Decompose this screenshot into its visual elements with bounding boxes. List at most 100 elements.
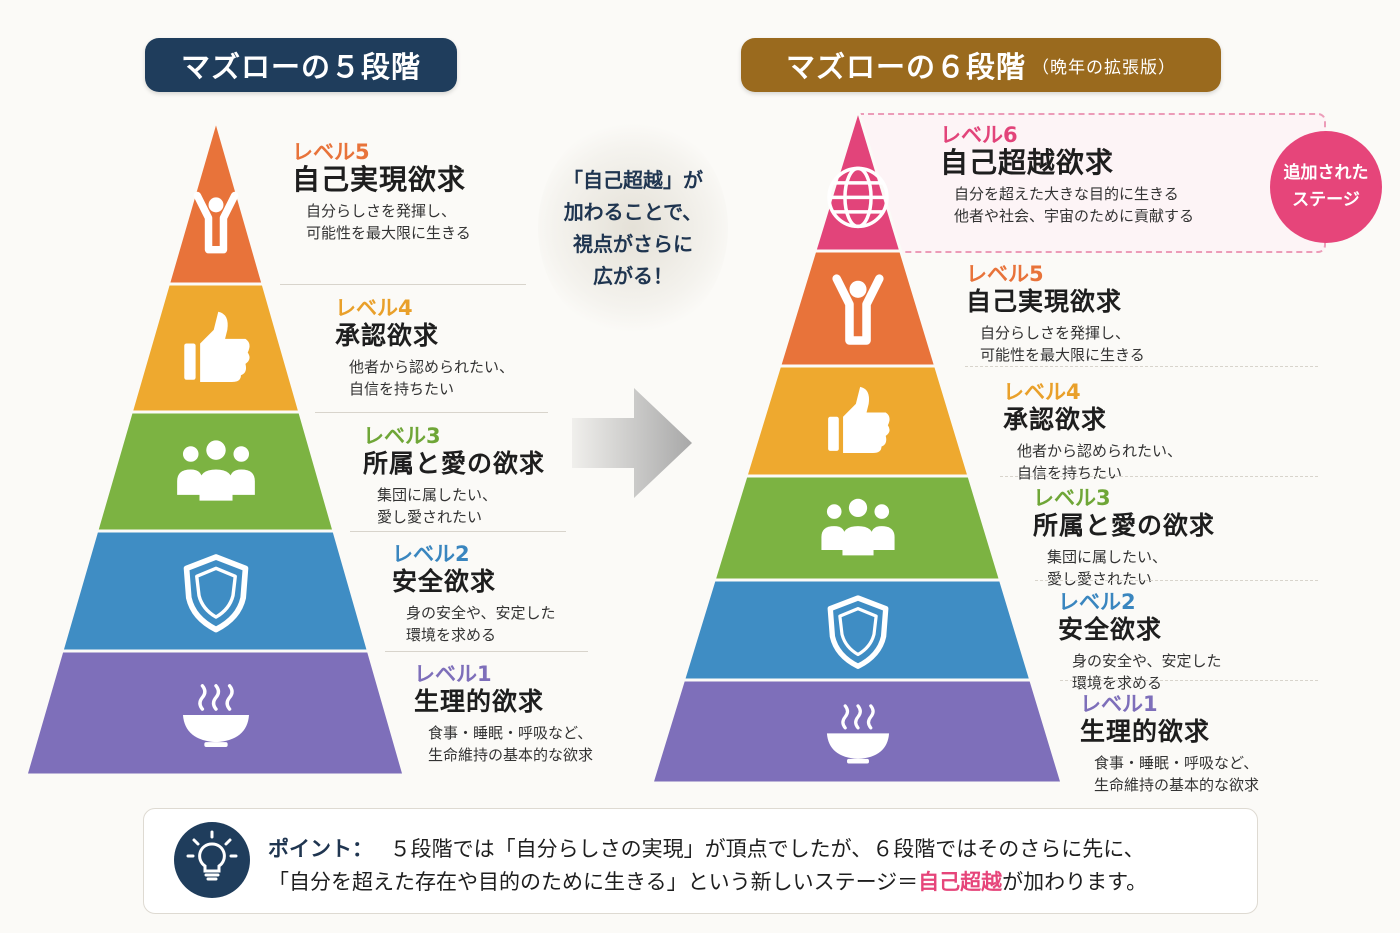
level-description: 集団に属したい、愛し愛されたい [363,484,545,528]
left-title: マズローの５段階 [145,38,457,92]
level-description: 身の安全や、安定した環境を求める [392,602,556,646]
level-number: レベル5 [966,262,1044,286]
person-raising-arms-icon [832,274,884,345]
level-description: 自分らしさを発揮し、可能性を最大限に生きる [966,322,1145,366]
level-description-line: 他者から認められたい、 [1017,442,1183,460]
right-band-level1 [649,678,1065,785]
level-name: 生理的欲求 [1080,717,1211,746]
level-description: 他者から認められたい、自信を持ちたい [335,356,514,400]
right-title-sub: （晩年の拡張版） [1032,57,1176,78]
divider [350,531,566,532]
level-description-line: 可能性を最大限に生きる [980,346,1145,364]
level-name: 安全欲求 [392,567,497,596]
callout-bubble: 「自己超越」が 加わることで、 視点がさらに 広がる！ [538,118,728,338]
level-description-line: 食事・睡眠・呼吸など、 [1094,754,1259,772]
level-name: 生理的欲求 [414,687,545,716]
globe-icon [827,166,889,229]
level-description-line: 集団に属したい、 [1047,548,1168,566]
level-name: 安全欲求 [1058,615,1163,644]
level-number: レベル5 [292,140,370,164]
point-box [143,808,1258,914]
steaming-bowl-icon [182,684,250,747]
level-description: 他者から認められたい、自信を持ちたい [1003,440,1182,484]
level-number: レベル2 [1058,590,1136,614]
callout-text: 「自己超越」が 加わることで、 視点がさらに 広がる！ [563,168,703,288]
left-title-text: マズローの５段階 [180,50,421,84]
divider [315,412,548,413]
level-description-line: 可能性を最大限に生きる [306,224,471,242]
arrow-right-icon [572,388,692,498]
level-number: レベル4 [1003,380,1081,404]
right-band-level5 [777,249,938,368]
level-number: レベル3 [363,424,441,448]
level-description-line: 他者から認められたい、 [349,358,515,376]
shield-icon [827,595,889,669]
point-line-1: ポイント： ５段階では「自分らしさの実現」が頂点でしたが、６段階ではそのさらに先… [268,833,1145,863]
level-description-line: 自信を持ちたい [1017,464,1123,482]
divider [385,651,588,652]
added-stage-badge: 追加された ステージ [1270,131,1382,243]
level-number: レベル4 [335,296,413,320]
right-title: マズローの６段階 （晩年の拡張版） [741,38,1221,92]
group-of-people-icon [177,440,255,501]
level-description-line: 生命維持の基本的な欲求 [428,746,594,764]
level-description-line: 身の安全や、安定した [1072,652,1222,670]
right-title-text: マズローの６段階 [785,50,1026,84]
right-band-level6 [812,104,903,253]
group-of-people-icon [821,498,895,556]
level-name: 自己実現欲求 [292,163,467,196]
level-number: レベル1 [1080,692,1158,716]
level-name: 自己超越欲求 [940,146,1115,179]
level-description: 集団に属したい、愛し愛されたい [1033,546,1215,590]
level-description-line: 自分を超えた大きな目的に生きる [954,185,1179,203]
right-pyramid [649,104,1065,785]
level-description-line: 他者や社会、宇宙のために貢献する [954,207,1195,225]
added-stage-highlight [858,113,1326,253]
level-description: 食事・睡眠・呼吸など、生命維持の基本的な欲求 [414,722,593,766]
thumbs-up-icon [828,386,890,453]
level-number: レベル3 [1033,486,1111,510]
shield-icon [183,554,249,633]
point-line1-text: ５段階では「自分らしさの実現」が頂点でしたが、６段階ではそのさらに先に、 [389,837,1145,861]
point-line-2: 「自分を超えた存在や目的のために生きる」という新しいステージ＝自己超越が加わりま… [268,866,1147,896]
level-description: 食事・睡眠・呼吸など、生命維持の基本的な欲求 [1080,752,1259,796]
left-pyramid [24,114,406,777]
level-name: 承認欲求 [1003,405,1108,434]
point-line2-pre: 「自分を超えた存在や目的のために生きる」という新しいステージ＝ [268,870,919,894]
steaming-bowl-icon [826,704,890,764]
level-description-line: 自分らしさを発揮し、 [980,324,1131,342]
level-description-line: 自分らしさを発揮し、 [306,202,457,220]
divider [1000,476,1318,477]
level-description-line: 愛し愛されたい [1047,570,1153,588]
level-number: レベル1 [414,662,492,686]
divider [1035,580,1318,581]
level-name: 所属と愛の欲求 [363,449,546,478]
level-description-line: 食事・睡眠・呼吸など、 [428,724,593,742]
level-name: 所属と愛の欲求 [1033,511,1216,540]
level-name: 自己実現欲求 [966,287,1123,316]
thumbs-up-icon [184,311,250,382]
level-description-line: 環境を求める [1072,674,1163,692]
level-description-line: 身の安全や、安定した [406,604,556,622]
lightbulb-icon [174,822,250,898]
level-description-line: 生命維持の基本的な欲求 [1094,776,1260,794]
level-description-line: 集団に属したい、 [377,486,498,504]
level-description-line: 自信を持ちたい [349,380,455,398]
level-description: 身の安全や、安定した環境を求める [1058,650,1222,694]
level-name: 承認欲求 [335,321,440,350]
divider [280,284,526,285]
point-label: ポイント： [268,837,373,861]
level-description: 自分らしさを発揮し、可能性を最大限に生きる [292,200,471,244]
person-raising-arms-icon [193,191,239,254]
level-description-line: 環境を求める [406,626,497,644]
